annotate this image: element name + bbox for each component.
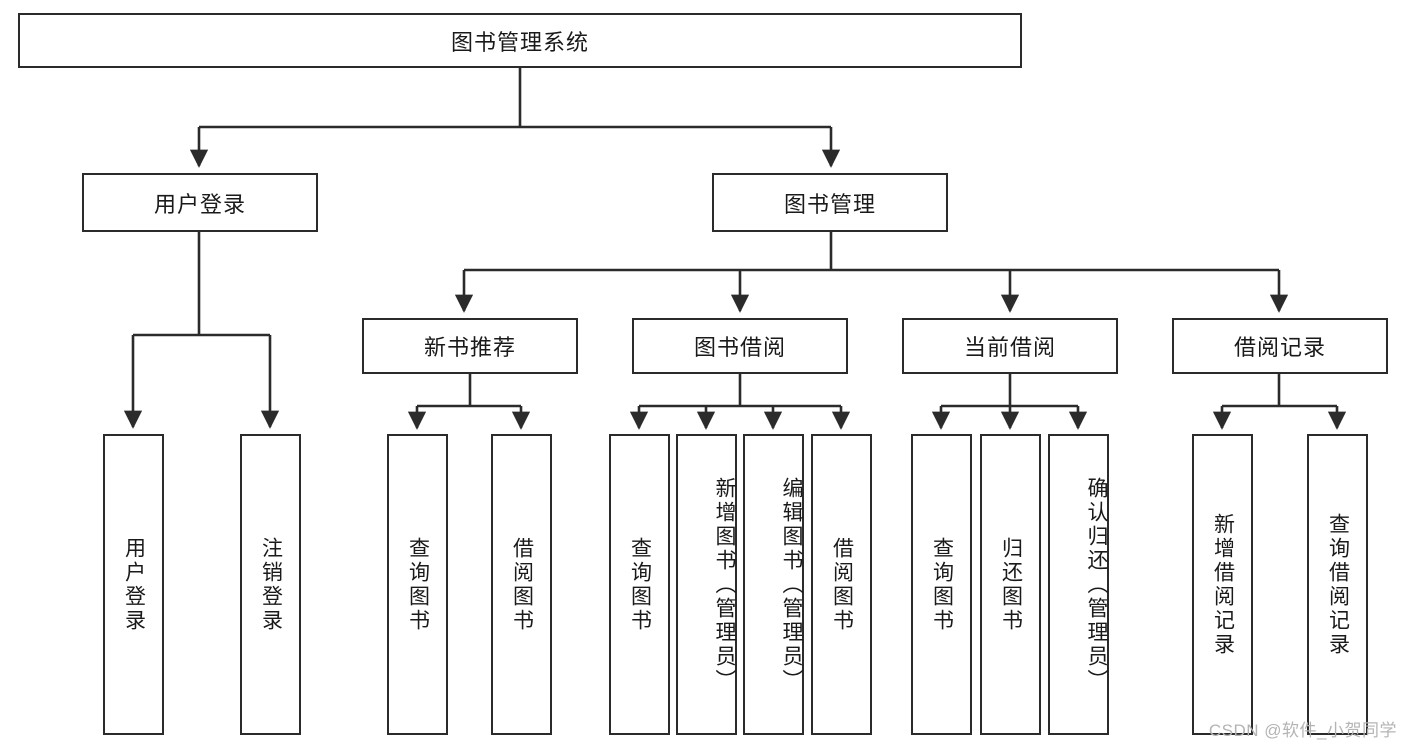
leaf-borrow-record-query[interactable]: 查询借阅记录 bbox=[1307, 434, 1368, 735]
leaf-book-borrow-add[interactable]: 新增图书（管理员） bbox=[676, 434, 737, 735]
leaf-new-book-borrow[interactable]: 借阅图书 bbox=[491, 434, 552, 735]
leaf-book-borrow-query[interactable]: 查询图书 bbox=[609, 434, 670, 735]
leaf-borrow-record-add[interactable]: 新增借阅记录 bbox=[1192, 434, 1253, 735]
leaf-current-borrow-return[interactable]: 归还图书 bbox=[980, 434, 1041, 735]
node-book-borrow[interactable]: 图书借阅 bbox=[632, 318, 848, 374]
csdn-watermark: CSDN @软件_小贺同学 bbox=[1208, 721, 1397, 740]
node-root[interactable]: 图书管理系统 bbox=[18, 13, 1022, 68]
leaf-user-login-login[interactable]: 用户登录 bbox=[103, 434, 164, 735]
leaf-book-borrow-borrow[interactable]: 借阅图书 bbox=[811, 434, 872, 735]
node-book-manage[interactable]: 图书管理 bbox=[712, 173, 948, 232]
leaf-user-login-logout[interactable]: 注销登录 bbox=[240, 434, 301, 735]
leaf-new-book-query[interactable]: 查询图书 bbox=[387, 434, 448, 735]
leaf-book-borrow-edit[interactable]: 编辑图书（管理员） bbox=[743, 434, 804, 735]
node-borrow-record[interactable]: 借阅记录 bbox=[1172, 318, 1388, 374]
leaf-current-borrow-confirm[interactable]: 确认归还（管理员） bbox=[1048, 434, 1109, 735]
node-user-login[interactable]: 用户登录 bbox=[82, 173, 318, 232]
node-current-borrow[interactable]: 当前借阅 bbox=[902, 318, 1118, 374]
leaf-current-borrow-query[interactable]: 查询图书 bbox=[911, 434, 972, 735]
node-new-book-recommend[interactable]: 新书推荐 bbox=[362, 318, 578, 374]
